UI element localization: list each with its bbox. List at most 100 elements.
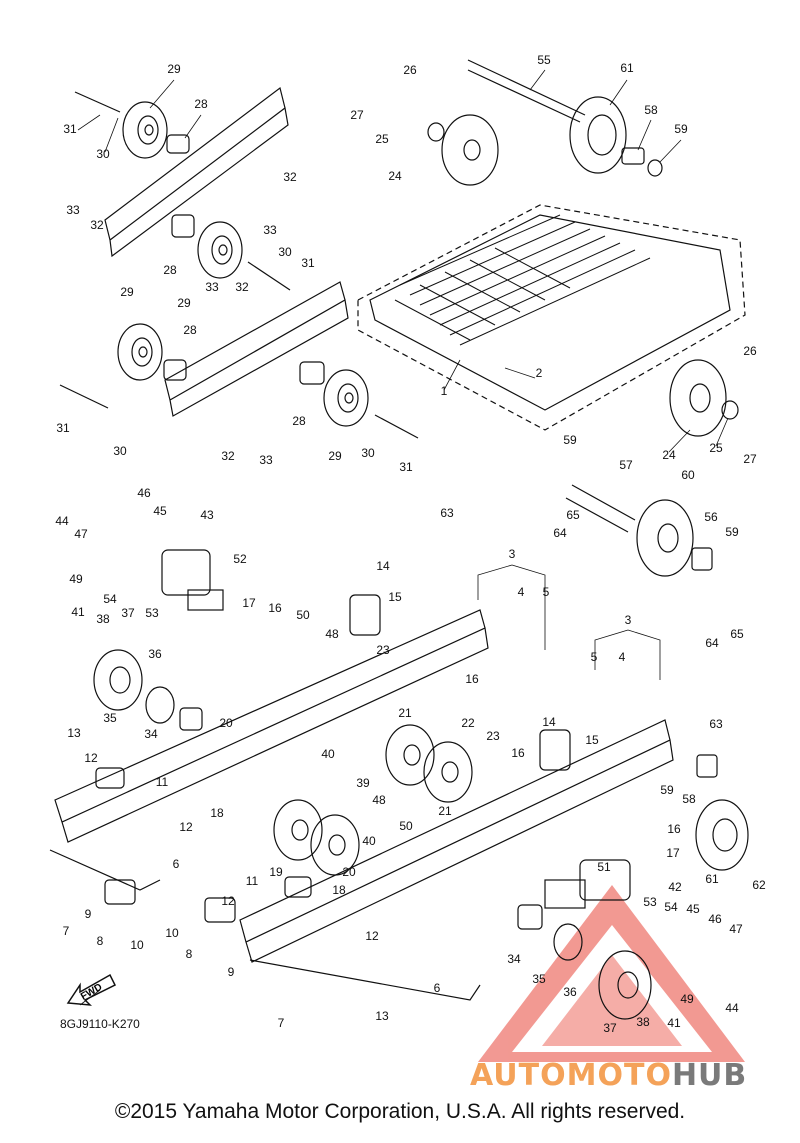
callout-59: 59 [660, 783, 674, 797]
callout-25: 25 [709, 441, 723, 455]
block-8-a [104, 879, 136, 905]
callout-43: 43 [200, 508, 214, 522]
callout-14: 14 [542, 715, 556, 729]
axle-55 [467, 59, 586, 123]
callout-27: 27 [743, 452, 757, 466]
callout-13: 13 [375, 1009, 389, 1023]
idler-wheel-29-upper [122, 101, 168, 159]
fwd-arrow-icon [66, 973, 117, 1006]
wheel-60 [636, 499, 694, 577]
callout-21: 21 [398, 706, 412, 720]
wheel-22-b [423, 741, 473, 803]
collar-34-right [517, 904, 543, 930]
callout-33: 33 [259, 453, 273, 467]
callout-34: 34 [144, 727, 158, 741]
callout-55: 55 [537, 53, 551, 67]
plate-42 [544, 879, 586, 909]
callout-44: 44 [725, 1001, 739, 1015]
callout-32: 32 [235, 280, 249, 294]
callout-12: 12 [84, 751, 98, 765]
callout-5: 5 [591, 650, 598, 664]
callout-47: 47 [74, 527, 88, 541]
shaft-57 [565, 484, 636, 533]
wheel-24-upper [441, 114, 499, 186]
bolt-31-b [247, 261, 291, 291]
callout-15: 15 [388, 590, 402, 604]
callout-54: 54 [664, 900, 678, 914]
callout-31: 31 [56, 421, 70, 435]
callout-14: 14 [376, 559, 390, 573]
callout-45: 45 [153, 504, 167, 518]
callout-10: 10 [130, 938, 144, 952]
callout-32: 32 [283, 170, 297, 184]
slide-rail-right [239, 719, 674, 963]
callout-47: 47 [729, 922, 743, 936]
callout-40: 40 [362, 834, 376, 848]
wheel-61-lower [695, 799, 749, 871]
callout-50: 50 [399, 819, 413, 833]
plate-52 [187, 589, 224, 611]
spacer-58-upper [621, 147, 645, 165]
callout-20: 20 [342, 865, 356, 879]
wheel-22-a [385, 724, 435, 786]
collar-28-d [299, 361, 325, 385]
idler-37-left [93, 649, 143, 711]
callout-30: 30 [361, 446, 375, 460]
callout-17: 17 [242, 596, 256, 610]
callout-36: 36 [148, 647, 162, 661]
callout-11: 11 [156, 775, 169, 789]
callout-9: 9 [85, 907, 92, 921]
callout-63: 63 [440, 506, 454, 520]
callout-30: 30 [278, 245, 292, 259]
callout-35: 35 [103, 711, 117, 725]
callout-61: 61 [705, 872, 719, 886]
callout-48: 48 [325, 627, 339, 641]
callout-54: 54 [103, 592, 117, 606]
collar-34-left [179, 707, 203, 731]
callout-28: 28 [183, 323, 197, 337]
stopper-14-b [539, 729, 571, 771]
callout-23: 23 [486, 729, 500, 743]
callout-1: 1 [441, 384, 448, 398]
idler-wheel-29-right [323, 369, 369, 427]
callout-26: 26 [743, 344, 757, 358]
callout-33: 33 [66, 203, 80, 217]
watermark-text: AUTOMOTOHUB [470, 1058, 747, 1093]
callout-58: 58 [682, 792, 696, 806]
callout-61: 61 [620, 61, 634, 75]
spacer-58-lower [696, 754, 718, 778]
callout-33: 33 [263, 223, 277, 237]
callout-63: 63 [709, 717, 723, 731]
collar-28-b [171, 214, 195, 238]
block-11-b [284, 876, 312, 898]
callout-46: 46 [137, 486, 151, 500]
callout-6: 6 [173, 857, 180, 871]
idler-37-right [598, 950, 652, 1020]
callout-29: 29 [120, 285, 134, 299]
callout-27: 27 [350, 108, 364, 122]
slide-rail-left [54, 609, 489, 843]
callout-28: 28 [292, 414, 306, 428]
collar-25-lower [721, 400, 739, 420]
callout-59: 59 [563, 433, 577, 447]
callout-30: 30 [113, 444, 127, 458]
watermark-triangle-logo [478, 885, 745, 1062]
callout-15: 15 [585, 733, 599, 747]
slide-rail-lower-left [49, 849, 161, 891]
callout-32: 32 [90, 218, 104, 232]
callout-45: 45 [686, 902, 700, 916]
callout-19: 19 [269, 865, 283, 879]
collar-28-c [163, 359, 187, 381]
callout-12: 12 [221, 894, 235, 908]
callout-26: 26 [403, 63, 417, 77]
callout-49: 49 [680, 992, 694, 1006]
callout-42: 42 [668, 880, 682, 894]
track-lugs [394, 214, 651, 346]
bolt-31-c [59, 384, 109, 409]
callout-4: 4 [518, 585, 525, 599]
callout-33: 33 [205, 280, 219, 294]
copyright-footer: ©2015 Yamaha Motor Corporation, U.S.A. A… [114, 1100, 686, 1123]
callout-16: 16 [465, 672, 479, 686]
